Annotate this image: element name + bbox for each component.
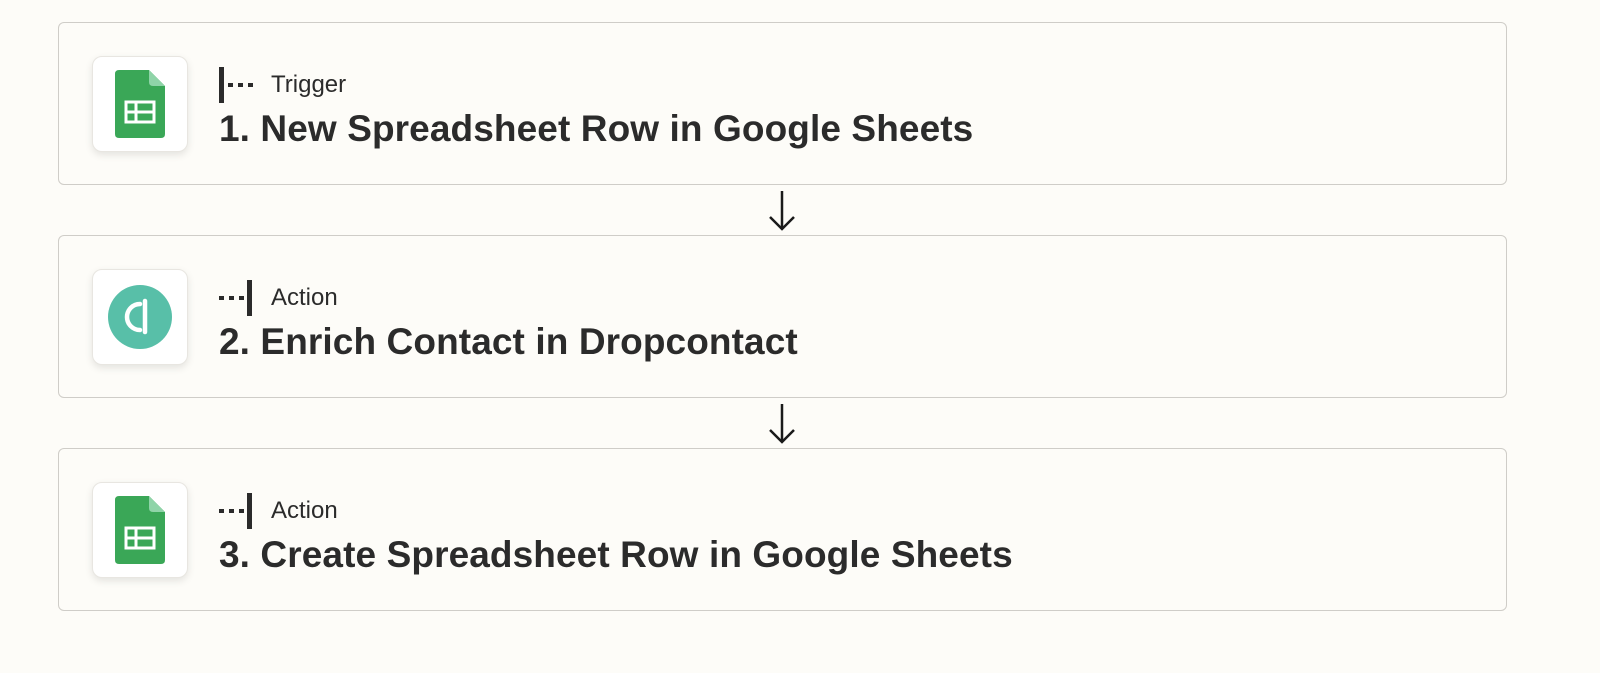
workflow-step-3[interactable]: Action 3. Create Spreadsheet Row in Goog… [58, 448, 1507, 611]
down-arrow-icon [769, 191, 795, 231]
step-type-label: Action [271, 284, 338, 311]
action-bracket-icon [219, 493, 252, 529]
trigger-bracket-icon [219, 67, 253, 103]
google-sheets-icon [92, 56, 188, 152]
step-type-label: Trigger [271, 71, 347, 98]
workflow-step-1[interactable]: Trigger 1. New Spreadsheet Row in Google… [58, 22, 1507, 185]
action-bracket-icon [219, 280, 252, 316]
down-arrow-icon [769, 404, 795, 444]
step-type: Trigger [219, 67, 346, 103]
step-title: 1. New Spreadsheet Row in Google Sheets [219, 108, 974, 149]
step-title: 3. Create Spreadsheet Row in Google Shee… [219, 534, 1013, 575]
google-sheets-icon [92, 482, 188, 578]
step-type-label: Action [271, 497, 338, 524]
dropcontact-icon [92, 269, 188, 365]
step-title: 2. Enrich Contact in Dropcontact [219, 321, 798, 362]
step-type: Action [219, 280, 338, 316]
workflow-step-2[interactable]: Action 2. Enrich Contact in Dropcontact [58, 235, 1507, 398]
step-type: Action [219, 493, 338, 529]
